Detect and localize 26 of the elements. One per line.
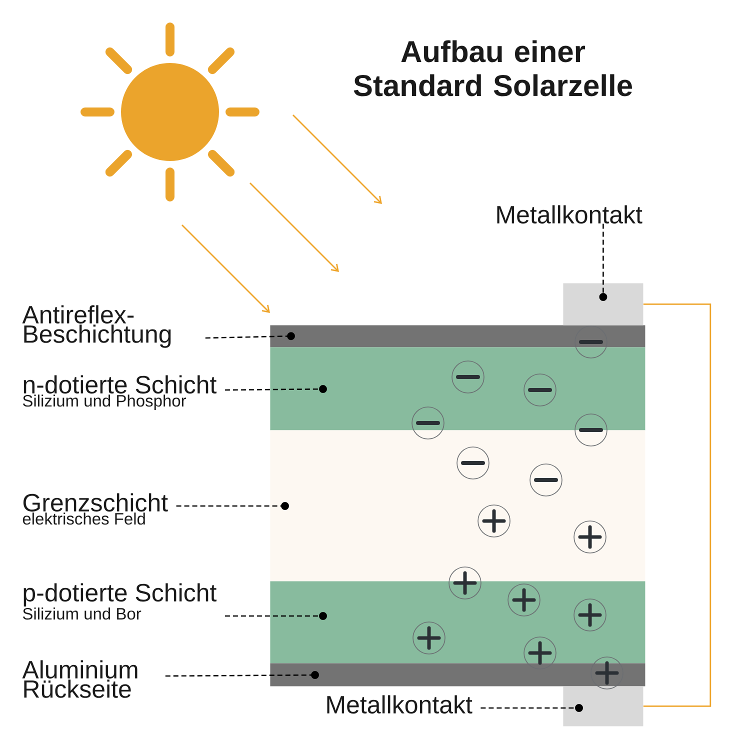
layer-description: Silizium und Phosphor xyxy=(22,394,186,410)
layer-label: Metallkontakt xyxy=(497,205,642,224)
contact-block xyxy=(563,283,644,326)
layer-label: Aluminium Rückseite xyxy=(22,660,138,698)
layer-label: p-dotierte Schicht xyxy=(24,583,216,607)
back-layer xyxy=(270,663,646,686)
junction-layer xyxy=(270,430,646,582)
layer-description: Silizium und Bor xyxy=(22,608,142,620)
leader-line xyxy=(176,502,289,510)
layer-label: Grenzschicht xyxy=(23,493,168,512)
leader-line xyxy=(205,332,295,340)
n-layer xyxy=(270,347,646,430)
layer-label: Antireflex- Beschichtung xyxy=(22,305,171,348)
leader-line xyxy=(224,385,327,394)
title: Aufbau einer Standard Solarzelle xyxy=(354,40,632,96)
leader-line xyxy=(480,704,583,712)
layer-description: elektrisches Feld xyxy=(22,512,145,525)
leader-line xyxy=(224,612,327,620)
wire xyxy=(643,304,712,707)
layer-label: Metallkontakt xyxy=(327,695,472,714)
leader-line xyxy=(165,671,319,680)
layer-label: n-dotierte Schicht xyxy=(24,375,216,394)
leader-line xyxy=(599,224,608,301)
p-layer xyxy=(270,581,646,664)
contact-block xyxy=(563,686,644,726)
coating-layer xyxy=(270,325,646,348)
